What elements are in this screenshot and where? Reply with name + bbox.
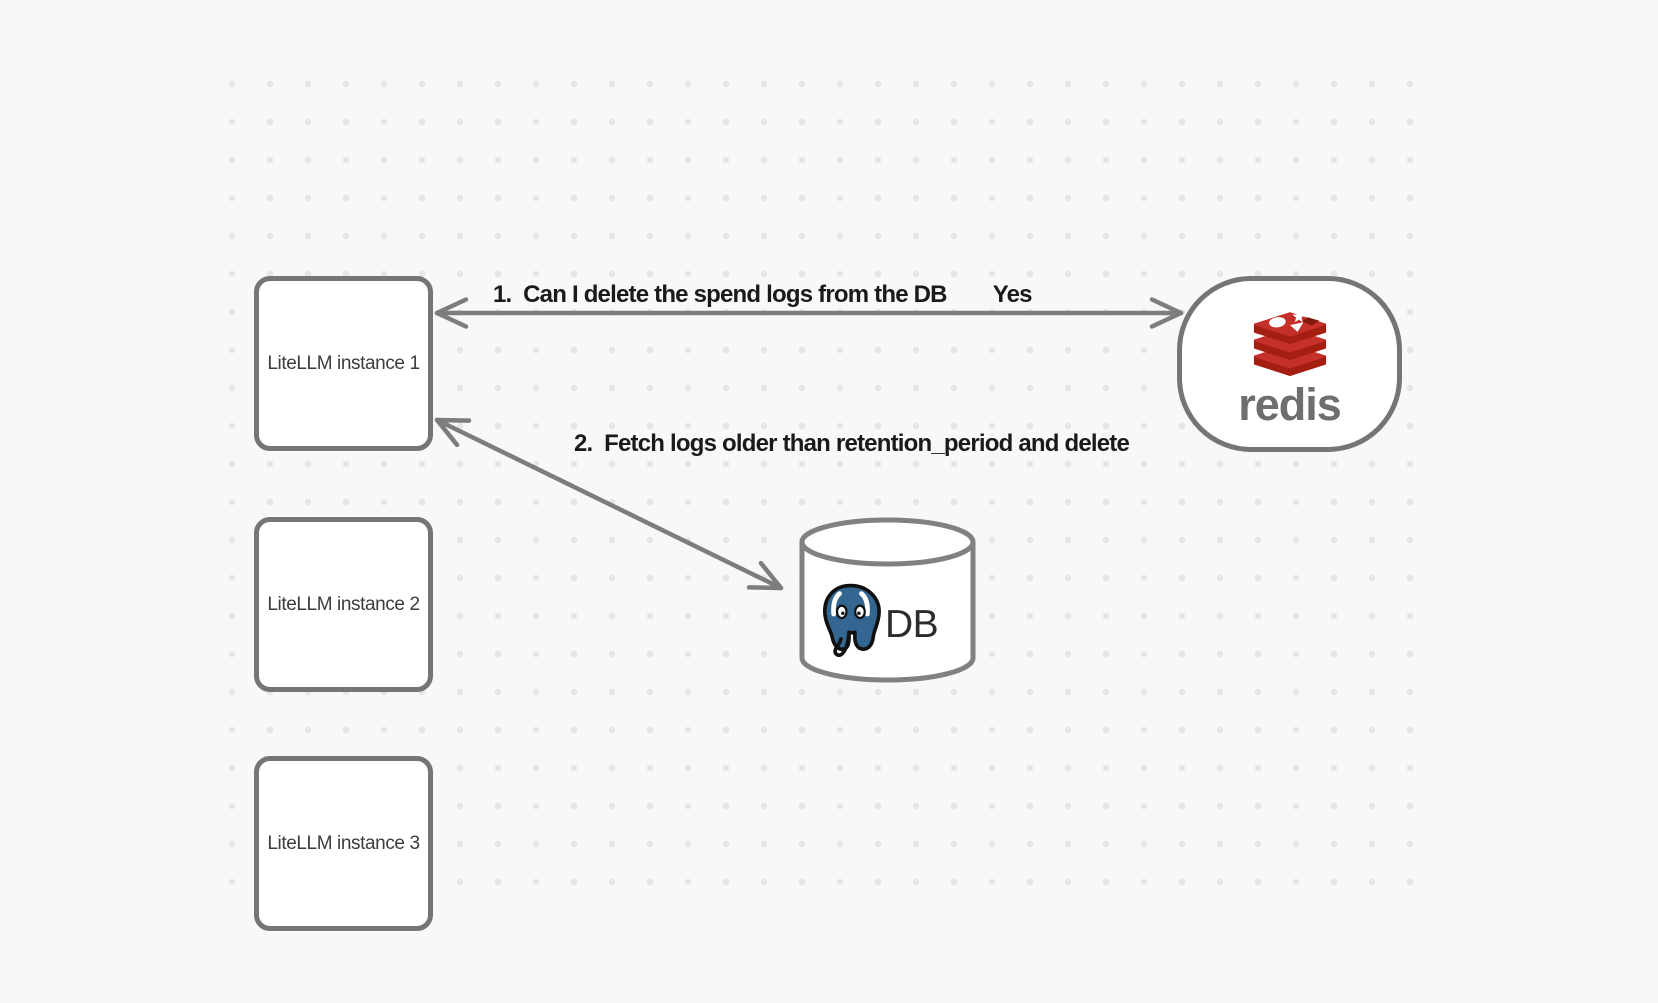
litellm-instance-3-node: LiteLLM instance 3 [254, 756, 433, 931]
litellm-instance-2-label: LiteLLM instance 2 [267, 593, 420, 615]
redis-node: redis [1177, 276, 1402, 452]
step1-label: 1. Can I delete the spend logs from the … [493, 281, 947, 308]
step1-answer-label: Yes [992, 281, 1033, 308]
step2-label: 2. Fetch logs older than retention_perio… [574, 430, 1130, 457]
litellm-instance-1-label: LiteLLM instance 1 [267, 352, 420, 374]
step1-annotation-row: 1. Can I delete the spend logs from the … [493, 282, 1032, 307]
litellm-instance-1-node: LiteLLM instance 1 [254, 276, 433, 451]
db-label: DB [885, 603, 939, 646]
litellm-instance-2-node: LiteLLM instance 2 [254, 517, 433, 692]
postgres-elephant-icon [823, 583, 881, 657]
postgres-db-node: DB [799, 517, 976, 683]
redis-logo-icon [1253, 310, 1326, 376]
db-cylinder-icon [799, 517, 976, 683]
litellm-instance-3-label: LiteLLM instance 3 [267, 832, 420, 854]
redis-wordmark-label: redis [1238, 379, 1342, 430]
